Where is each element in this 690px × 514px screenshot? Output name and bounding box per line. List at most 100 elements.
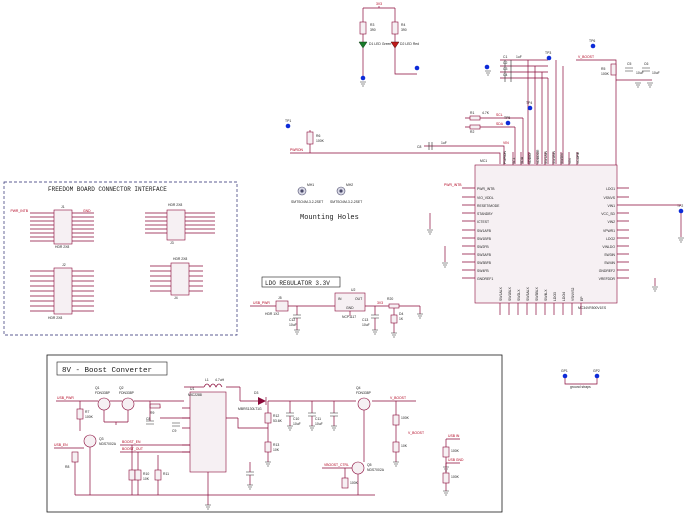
r2-ref: R2 <box>470 130 474 134</box>
pin-top-4: VDDDDR <box>536 149 540 164</box>
r3-body <box>359 21 367 35</box>
r5-val: 100K <box>601 72 610 76</box>
r8-body <box>71 451 79 463</box>
boost-usb-en-net: USB_EN <box>54 443 68 447</box>
r5-body <box>610 63 617 76</box>
pin-right-7: VINLDO <box>602 245 615 249</box>
r6-ref: R6 <box>316 134 320 138</box>
r4-ref: R4 <box>401 23 405 27</box>
r3-val: 390 <box>370 28 376 32</box>
tp6[interactable] <box>590 43 596 49</box>
gp2-point[interactable] <box>594 373 600 379</box>
pin-left-10: SW4FB <box>477 269 489 273</box>
tp6-label: TP6 <box>589 39 595 43</box>
header-j4: HDR 2X8 J4 <box>150 257 203 300</box>
r-out-2 <box>392 441 400 453</box>
pin-right-5: VPWR1 <box>603 229 615 233</box>
c12-val: 10uF <box>289 323 297 327</box>
c10-val: 10uF <box>293 422 301 426</box>
sda-net: SDA <box>496 122 504 126</box>
j2-pins <box>30 270 94 312</box>
j4-hdr: HDR 2X8 <box>173 257 187 261</box>
c-vin-val: 1uF <box>441 141 447 145</box>
c12-ref: C12 <box>289 318 295 322</box>
pin-top-0: PWRON <box>503 150 507 164</box>
pin-bottom-0: SW1ALX <box>499 287 503 301</box>
pin-top-5: SW1AIN <box>544 150 548 164</box>
r9-ref: R9 <box>150 411 154 415</box>
j5-body <box>275 300 289 312</box>
tp-led-green[interactable] <box>360 75 366 81</box>
pmic-left-pins: PWR_INTB VIO_VDDL RESET/MODE STANDBY ICT… <box>462 187 500 281</box>
j4-ref: J4 <box>174 296 178 300</box>
q3-part: NDS7002A <box>99 442 117 446</box>
pin-right-10: GNDREF2 <box>599 269 615 273</box>
pin-bottom-9: EP <box>580 296 584 301</box>
pin-left-8: SW3AFB <box>477 253 492 257</box>
c10-ref: C10 <box>293 417 299 421</box>
pmic-ref: MC1 <box>480 159 487 163</box>
diode-d3 <box>258 397 266 405</box>
tp1[interactable] <box>285 123 291 129</box>
tp5[interactable] <box>505 120 511 126</box>
pmic-part: MC34VR500V1ES <box>578 306 607 310</box>
pwron-net: PWRON <box>290 148 304 152</box>
gp1-point[interactable] <box>562 373 568 379</box>
pin-top-8: VIN <box>568 158 572 164</box>
pin-left-9: SW3BFB <box>477 261 492 265</box>
r20-body <box>388 303 400 309</box>
r-ctrl-val: 100K <box>350 481 359 485</box>
pin-right-3: VCC_SD <box>601 212 615 216</box>
l1-ref: L1 <box>205 378 209 382</box>
boost-en-net: BOOST_EN <box>122 440 141 444</box>
pin-bottom-2: SW2LX <box>517 289 521 301</box>
q4-part: FDN338P <box>356 391 372 395</box>
pin-left-6: SW1BFB <box>477 237 492 241</box>
tp-led-red[interactable] <box>414 65 420 71</box>
j3-ref: J3 <box>170 241 174 245</box>
q2-ref: Q5 <box>367 463 372 467</box>
r6-body <box>306 131 314 145</box>
tp-decouple[interactable] <box>484 64 490 70</box>
r1-ref: R1 <box>470 111 474 115</box>
header-j2: J2 HDR 2X8 <box>30 263 94 320</box>
q2-symbol <box>351 461 365 475</box>
ldo-title: LDO REGULATOR 3.3V <box>265 280 330 287</box>
led-red-label: D2 LED Red <box>400 42 419 46</box>
j2-body <box>53 267 73 315</box>
c11-ref: C11 <box>315 417 321 421</box>
pin-right-9: SW4IN <box>604 261 615 265</box>
status-led-section: 3V3 R3 390 R4 390 D1 LED Green D2 LED Re… <box>358 2 420 87</box>
r20-ref: R20 <box>387 297 393 301</box>
r-fb-top-val: 53.6K <box>273 419 283 423</box>
freedom-board-section: FREEDOM BOARD CONNECTOR INTERFACE J1 HDR… <box>3 181 238 336</box>
pin-top-2: SDA <box>520 156 524 164</box>
tp3[interactable] <box>546 55 552 61</box>
ground-straps-section: GP1 GP2 ground straps <box>561 369 600 389</box>
c9-ref: C9 <box>172 429 176 433</box>
pwr-intb-net: PWR_INTB <box>444 183 462 187</box>
pmic-right-pins: LDO1 VSNVS VIN1 VCC_SD VIN2 VPWR1 LDO2 V… <box>599 187 629 281</box>
boost-title-box <box>56 361 168 376</box>
usb-in-res-val: 100K <box>451 449 460 453</box>
tp4[interactable] <box>527 105 533 111</box>
q5-ref: Q2 <box>119 386 124 390</box>
pin-right-2: VIN1 <box>607 204 615 208</box>
r7-ref: R7 <box>85 410 89 414</box>
tp2[interactable] <box>678 208 684 214</box>
boost-border <box>46 354 503 513</box>
r-fb-bot-ref: R13 <box>273 443 279 447</box>
pin-left-2: RESET/MODE <box>477 204 500 208</box>
pin-top-6: SW1BIN <box>552 150 556 164</box>
r1-body <box>469 115 481 121</box>
r1-val: 4.7K <box>482 111 490 115</box>
boost-title: 8V - Boost Converter <box>62 367 152 375</box>
j3-hdr: HDR 2X8 <box>168 203 182 207</box>
header-j1: J1 HDR 2X8 PWR_INTB GND <box>10 205 94 249</box>
r5-ref: R5 <box>601 67 605 71</box>
tp4-label: TP4 <box>526 101 532 105</box>
usb-gnd-net: USB GND <box>448 458 464 462</box>
j1-pins <box>30 212 94 242</box>
boost-input-switches: Q1 FDN338P Q2 FDN338P <box>95 386 135 425</box>
